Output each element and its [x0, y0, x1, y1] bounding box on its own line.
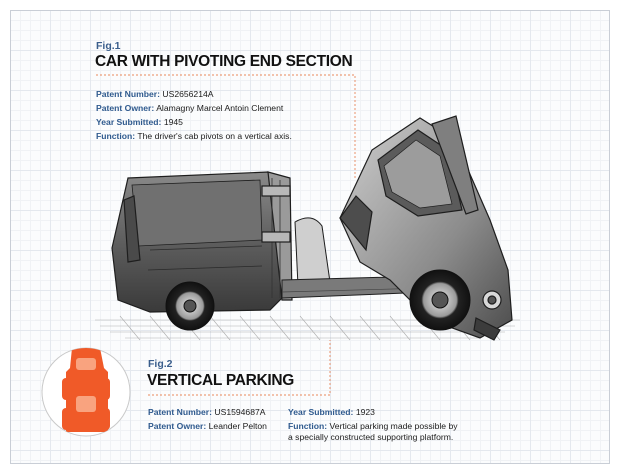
fig2-patent-number: Patent Number: US1594687A	[148, 407, 266, 417]
fig2-label: Fig.2	[148, 358, 173, 370]
fig1-patent-owner-key: Patent Owner:	[96, 103, 155, 113]
fig2-inset-circle	[41, 347, 131, 437]
fig1-year-value: 1945	[163, 117, 183, 127]
fig2-patent-owner-value: Leander Pelton	[208, 421, 267, 431]
fig2-year-submitted: Year Submitted: 1923	[288, 407, 375, 417]
fig1-year-submitted: Year Submitted: 1945	[96, 117, 183, 127]
pivoting-cab	[339, 115, 513, 341]
fig1-patent-number-key: Patent Number:	[96, 89, 160, 99]
van-rear-body	[111, 171, 293, 313]
fig1-patent-owner: Patent Owner: Alamagny Marcel Antoin Cle…	[96, 103, 283, 113]
fig2-patent-number-value: US1594687A	[214, 407, 266, 417]
fig2-function-value-line2: a specially constructed supporting platf…	[288, 432, 454, 442]
fig1-year-key: Year Submitted:	[96, 117, 162, 127]
fig1-title: CAR WITH PIVOTING END SECTION	[95, 53, 353, 70]
fig1-patent-number-value: US2656214A	[162, 89, 214, 99]
vertical-parked-car-silhouette	[62, 348, 110, 432]
rear-wheel	[165, 281, 215, 331]
fig1-function-key: Function:	[96, 131, 136, 141]
leader-line-fig1	[96, 74, 356, 180]
fig2-title: VERTICAL PARKING	[147, 372, 295, 389]
fig2-patent-owner: Patent Owner: Leander Pelton	[148, 421, 267, 431]
leader-line-fig2	[148, 340, 331, 396]
fig2-patent-number-key: Patent Number:	[148, 407, 212, 417]
fig2-year-key: Year Submitted:	[288, 407, 354, 417]
fig1-function: Function: The driver's cab pivots on a v…	[96, 131, 292, 141]
fig2-patent-owner-key: Patent Owner:	[148, 421, 207, 431]
fig2-function-value-line1: Vertical parking made possible by	[329, 421, 458, 431]
fig2-function-key: Function:	[288, 421, 328, 431]
fig1-function-value: The driver's cab pivots on a vertical ax…	[137, 131, 292, 141]
fig2-function: Function: Vertical parking made possible…	[288, 421, 458, 431]
fig2-year-value: 1923	[355, 407, 375, 417]
fig1-patent-owner-value: Alamagny Marcel Antoin Clement	[156, 103, 284, 113]
fig1-label: Fig.1	[96, 40, 121, 52]
fig2-function-continued: a specially constructed supporting platf…	[288, 432, 453, 442]
front-wheel	[409, 269, 471, 331]
fig1-patent-number: Patent Number: US2656214A	[96, 89, 214, 99]
